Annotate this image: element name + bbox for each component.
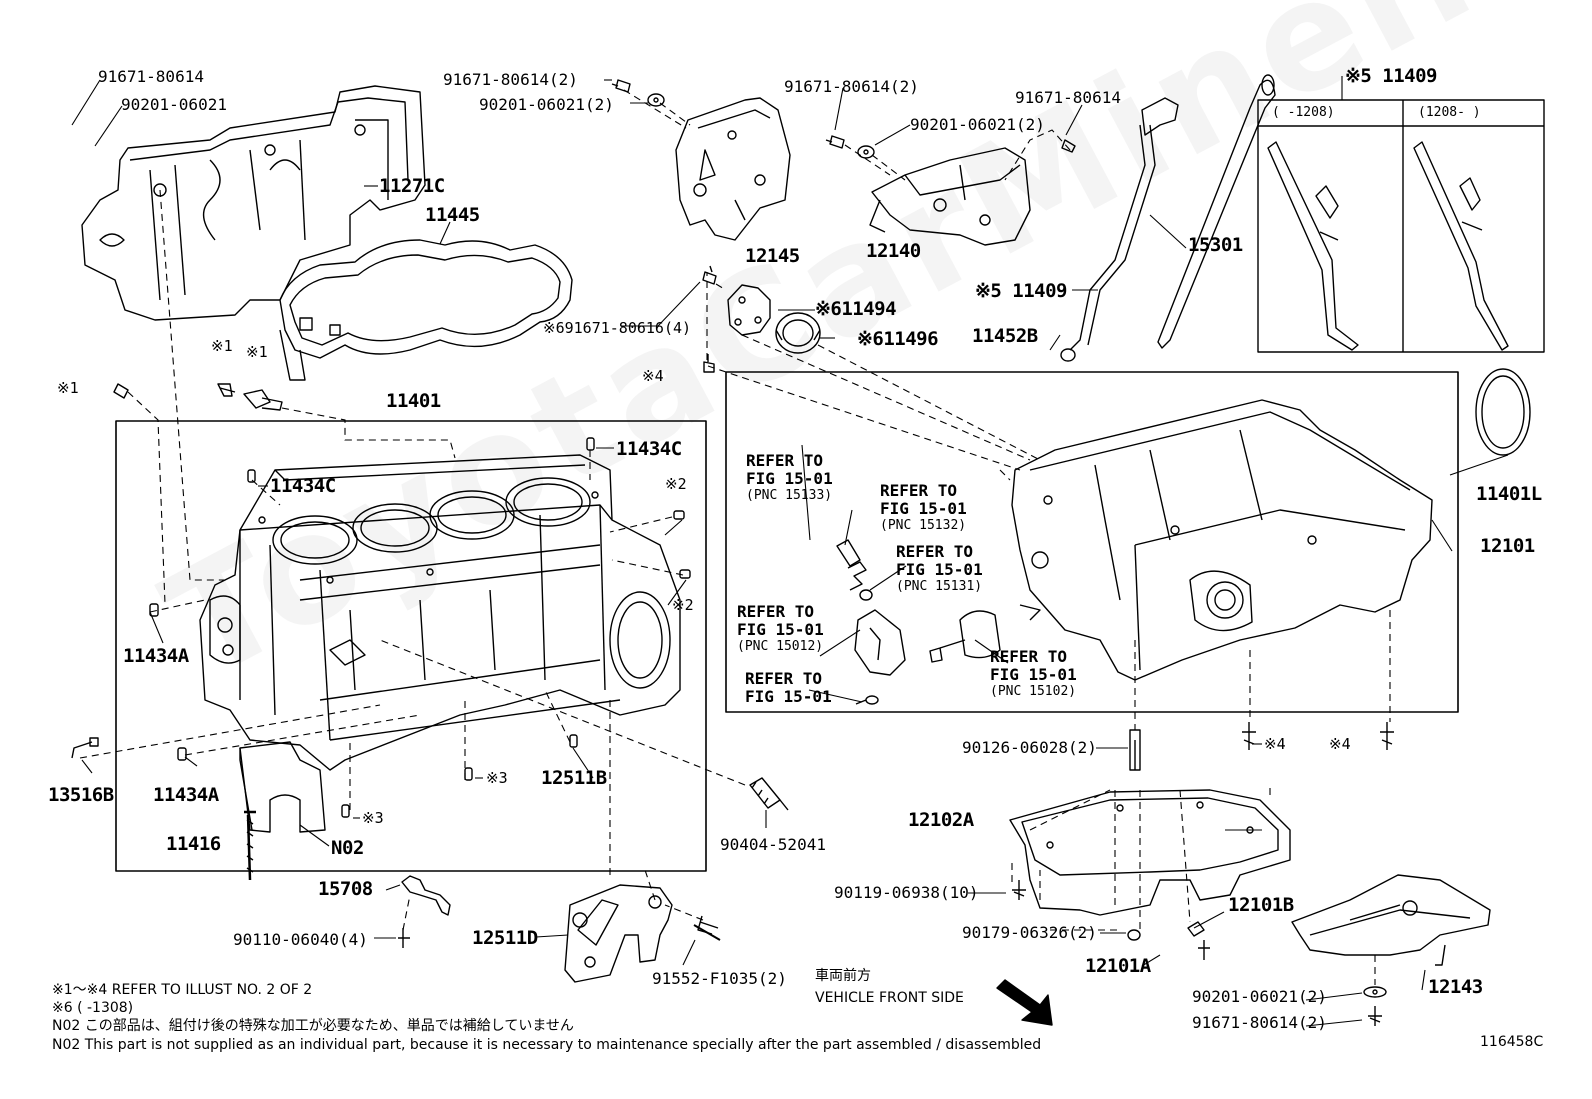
bracket-12511d (564, 884, 721, 983)
mount-bolts-4 (1242, 722, 1394, 750)
oil-pan-lower-12102a (1009, 729, 1291, 960)
label-90201-06021-2b: 90201-06021(2) (910, 115, 1045, 134)
label-mark2-b: ※2 (672, 596, 694, 614)
label-91671-80614-2b: 91671-80614(2) (784, 77, 919, 96)
label-mark2-a: ※2 (665, 475, 687, 493)
label-mark4-a: ※4 (642, 367, 664, 385)
hose-13516b (71, 737, 99, 759)
label-12140: 12140 (866, 240, 921, 262)
label-11434c-b: 11434C (270, 475, 336, 497)
label-15301: 15301 (1188, 234, 1243, 256)
label-91671-80614-2a: 91671-80614(2) (443, 70, 578, 89)
label-mark4-c: ※4 (1329, 735, 1351, 753)
label-mark3-b: ※3 (362, 809, 384, 827)
label-mark4-b: ※4 (1264, 735, 1286, 753)
bolts-top-middle (611, 79, 1076, 373)
timing-cover-11271c (81, 85, 426, 321)
block-frame (115, 420, 707, 872)
label-15708: 15708 (318, 878, 373, 900)
label-90110-06040: 90110-06040(4) (233, 930, 368, 949)
label-90119-06938: 90119-06938(10) (834, 883, 979, 902)
label-13516b: 13516B (48, 784, 114, 806)
label-11496: ※611496 (857, 328, 939, 350)
pipe-15708 (398, 875, 451, 948)
note-n02-en: N02 This part is not supplied as an indi… (52, 1037, 1042, 1053)
diagram-id: 116458C (1480, 1034, 1544, 1050)
note-n02-jp: N02 この部品は、組付け後の特殊な加工が必要なため、単品では補給していません (52, 1018, 574, 1034)
main-bearing-caps-n02 (239, 741, 326, 881)
note-refer-illust: ※1～※4 REFER TO ILLUST NO. 2 OF 2 (52, 982, 313, 998)
label-90201-06021-a: 90201-06021 (121, 95, 227, 114)
bolts-bottom-right (1363, 986, 1387, 1026)
label-12101: 12101 (1480, 535, 1535, 557)
oil-pump-cover-11494 (727, 284, 771, 336)
label-11452b: 11452B (972, 325, 1038, 347)
label-12143: 12143 (1428, 976, 1483, 998)
label-11409-top: ※5 11409 (1345, 65, 1438, 87)
label-n02: N02 (331, 837, 364, 859)
label-90179-06326: 90179-06326(2) (962, 923, 1097, 942)
label-12101b: 12101B (1228, 894, 1294, 916)
dipstick-guide-15301 (1060, 74, 1276, 362)
plate-12143 (1291, 874, 1491, 966)
label-90404-52041: 90404-52041 (720, 835, 826, 854)
label-mark1-a: ※1 (211, 337, 233, 355)
gasket-11445 (279, 239, 573, 381)
oil-pan-upper-12101 (1011, 399, 1433, 681)
inset-col1-header: ( -1208) (1272, 105, 1335, 120)
cover-12140 (869, 147, 1031, 246)
crank-seal-11401l (1475, 368, 1531, 456)
label-91671-80616: ※691671-80616(4) (543, 319, 692, 337)
cylinder-block-11401 (199, 454, 681, 771)
label-12101a: 12101A (1085, 955, 1151, 977)
label-11416: 11416 (166, 833, 221, 855)
dipstick-inset-frame (1257, 99, 1545, 353)
label-12102a: 12102A (908, 809, 974, 831)
label-11409-mid: ※5 11409 (975, 280, 1068, 302)
label-mark1-c: ※1 (57, 379, 79, 397)
label-11401: 11401 (386, 390, 441, 412)
label-91671-80614-a: 91671-80614 (98, 67, 204, 86)
label-12145: 12145 (745, 245, 800, 267)
label-11401l: 11401L (1476, 483, 1542, 505)
front-label-jp: 車両前方 (815, 968, 871, 984)
front-arrow (996, 979, 1053, 1026)
oil-pressure-sensor-90404 (749, 777, 789, 811)
label-11494: ※611494 (815, 298, 897, 320)
label-11271c: 11271C (379, 175, 445, 197)
label-12511b: 12511B (541, 767, 607, 789)
label-91671-80614-c: 91671-80614 (1015, 88, 1121, 107)
label-11434c-a: 11434C (616, 438, 682, 460)
label-90201-06021-2a: 90201-06021(2) (479, 95, 614, 114)
label-91671-80614-br: 91671-80614(2) (1192, 1013, 1327, 1032)
inset-col2-header: (1208- ) (1418, 105, 1481, 120)
label-90201-06021-br: 90201-06021(2) (1192, 987, 1327, 1006)
label-90126-06028: 90126-06028(2) (962, 738, 1097, 757)
label-11434a-a: 11434A (123, 645, 189, 667)
label-91552-f1035: 91552-F1035(2) (652, 969, 787, 988)
oil-seal-11496 (775, 312, 821, 354)
label-12511d: 12511D (472, 927, 538, 949)
label-mark1-b: ※1 (246, 343, 268, 361)
cover-12145 (675, 97, 791, 241)
dipstick-inset (1267, 141, 1509, 351)
label-mark3-a: ※3 (486, 769, 508, 787)
oil-pump-parts (836, 539, 1001, 705)
front-label-en: VEHICLE FRONT SIDE (815, 990, 964, 1006)
label-11434a-b: 11434A (153, 784, 219, 806)
oilpan-frame (725, 371, 1459, 713)
note-mark6: ※6 ( -1308) (52, 1000, 134, 1016)
label-11445: 11445 (425, 204, 480, 226)
knock-sensor-bolts (113, 383, 283, 411)
